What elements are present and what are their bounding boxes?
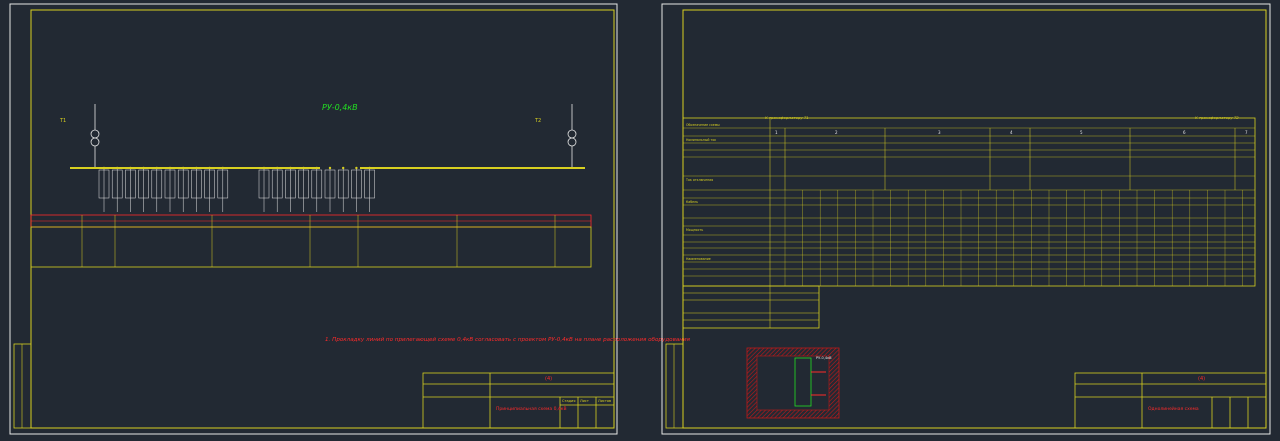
section-number: 3 [938, 130, 941, 135]
transformer-right [567, 104, 577, 168]
sheet-2-stamp-title: Однолинейная схема [1148, 405, 1199, 412]
section-number: 1 [775, 130, 778, 135]
section-number: 4 [1010, 130, 1013, 135]
feeder [271, 166, 283, 212]
sheet-1-note-text: 1. Прокладку линий по прилегающей схеме … [325, 337, 691, 343]
transformer-right-label: T2 [534, 118, 541, 124]
sheet-1: РУ-0,4кВ T1 T2 1. Прокладку линий по при… [9, 3, 691, 435]
bus-right-label: К трансформатору Т2 [1195, 115, 1239, 120]
feeder [258, 166, 270, 212]
sheet-2-title-block [1074, 372, 1267, 429]
sheet-2-main-table [682, 117, 1256, 287]
feeder [164, 166, 176, 212]
sheet-1-note: 1. Прокладку линий по прилегающей схеме … [325, 337, 691, 343]
feeder [351, 166, 362, 212]
feeder [324, 166, 336, 212]
feeder-group [98, 166, 375, 212]
row-label: Наименование [686, 257, 711, 261]
sheet-2-lower-table [682, 285, 820, 329]
section-number: 2 [835, 130, 838, 135]
bus-left-label: К трансформатору Т1 [765, 115, 809, 120]
sheet-2: К трансформатору Т1 К трансформатору Т2 … [661, 3, 1271, 435]
section-numbers: 1 2 3 4 5 6 7 [775, 130, 1248, 135]
feeder [204, 166, 215, 212]
table-columns [81, 215, 556, 267]
row-label: Ток отключения [685, 178, 713, 182]
sheet-1-stamp-number: (4) [545, 376, 552, 382]
sheet-2-outer-frame [661, 3, 1271, 435]
feeder [337, 166, 349, 212]
transformer-left-label: T1 [59, 118, 66, 124]
feeder [138, 166, 149, 212]
section-number: 5 [1080, 130, 1083, 135]
feeder [98, 166, 110, 212]
section-number: 7 [1245, 130, 1248, 135]
sheet-1-outer-frame [9, 3, 618, 435]
feeder [285, 166, 296, 212]
feeder [111, 166, 123, 212]
sheet-1-stamp-sheets: Лист [580, 399, 589, 403]
sheet-1-stamp-title: Принципиальная схема 0,4кВ [496, 406, 567, 412]
feeder [364, 166, 375, 212]
sheet-1-side-strip [13, 343, 32, 429]
feeder [217, 166, 229, 212]
legend-block: РУ-0,4кВ [746, 347, 840, 419]
legend-title: РУ-0,4кВ [816, 356, 832, 360]
feeder [311, 166, 323, 212]
sheet-2-side-strip [665, 343, 684, 429]
row-label: Обозначение схемы [686, 123, 720, 127]
feeder [191, 166, 202, 212]
main-table-grid [683, 118, 1255, 286]
bus-title: РУ-0,4кВ [322, 103, 358, 112]
feeder [298, 166, 309, 212]
row-label: Мощность [686, 228, 703, 232]
row-label: Кабель [686, 200, 698, 204]
sheet-1-table [30, 226, 592, 268]
transformer-left [90, 104, 100, 168]
sheet-1-inner-border [30, 9, 615, 429]
row-label: Номинальный ток [686, 138, 716, 142]
sheet-1-stamp-total: Листов [598, 399, 611, 403]
feeder [125, 166, 136, 212]
sheet-1-stamp-sheet: Стадия [562, 399, 575, 403]
sheet-2-stamp-number: (4) [1198, 376, 1205, 382]
sheet-1-title-block [422, 372, 615, 429]
section-number: 6 [1183, 130, 1186, 135]
feeder [177, 166, 189, 212]
feeder [151, 166, 163, 212]
